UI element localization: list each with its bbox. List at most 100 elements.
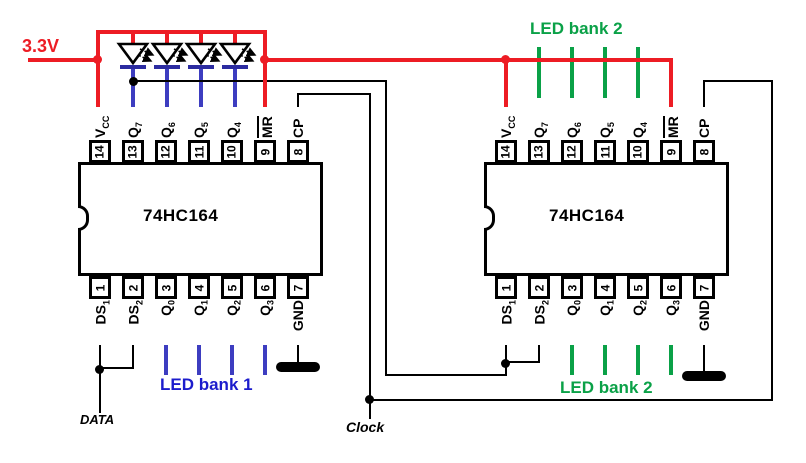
- wire-bank2-q2[interactable]: [636, 345, 640, 375]
- pin-label-subscript: 2: [133, 300, 144, 306]
- pin-box-6[interactable]: 6: [254, 276, 276, 299]
- pin-label-q5: Q5: [191, 122, 210, 138]
- pin-box-14[interactable]: 14: [89, 140, 111, 163]
- pin-box-3[interactable]: 3: [561, 276, 583, 299]
- wire-cp-right-h[interactable]: [703, 80, 773, 82]
- ic-74hc164-1[interactable]: 74HC164: [78, 162, 323, 276]
- pin-box-12[interactable]: 12: [155, 140, 177, 163]
- pin-box-9[interactable]: 9: [660, 140, 682, 163]
- wire-bank1-q2[interactable]: [230, 345, 234, 375]
- pin-box-13[interactable]: 13: [122, 140, 144, 163]
- pin-box-4[interactable]: 4: [188, 276, 210, 299]
- pin-box-5[interactable]: 5: [221, 276, 243, 299]
- wire-bank2-q1[interactable]: [603, 345, 607, 375]
- pin-box-1[interactable]: 1: [495, 276, 517, 299]
- pin-box-8[interactable]: 8: [693, 140, 715, 163]
- pin-label-subscript: CC: [506, 115, 517, 129]
- pin-label-subscript: 4: [638, 122, 649, 128]
- pin-number: 5: [225, 284, 239, 291]
- wire-bank1-q3[interactable]: [263, 345, 267, 375]
- pin-box-2[interactable]: 2: [528, 276, 550, 299]
- wire-led4-cathode[interactable]: [233, 66, 237, 107]
- wire-cascade-up[interactable]: [505, 363, 507, 376]
- wire-led2-anode[interactable]: [165, 30, 169, 46]
- pin-box-14[interactable]: 14: [495, 140, 517, 163]
- pin-number: 1: [499, 284, 513, 291]
- pin-box-1[interactable]: 1: [89, 276, 111, 299]
- pin-box-6[interactable]: 6: [660, 276, 682, 299]
- wire-bank2-q3[interactable]: [669, 345, 673, 375]
- pin-number: 2: [532, 284, 546, 291]
- pin-number: 10: [630, 144, 645, 159]
- wire-clock-h[interactable]: [369, 399, 773, 401]
- led-2[interactable]: [150, 42, 189, 69]
- pin-box-11[interactable]: 11: [594, 140, 616, 163]
- wire-led-anode-rail[interactable]: [96, 30, 267, 34]
- pin-label-subscript: 1: [199, 300, 210, 306]
- pin-box-11[interactable]: 11: [188, 140, 210, 163]
- pin-box-7[interactable]: 7: [693, 276, 715, 299]
- pin-box-4[interactable]: 4: [594, 276, 616, 299]
- wire-led1-cathode[interactable]: [131, 66, 135, 107]
- led-4[interactable]: [218, 42, 257, 69]
- wire-3v3-rail-right[interactable]: [263, 58, 673, 62]
- wire-led4-anode[interactable]: [233, 30, 237, 46]
- pin-box-2[interactable]: 2: [122, 276, 144, 299]
- wire-mr-left[interactable]: [263, 30, 267, 107]
- led-1[interactable]: [116, 42, 155, 69]
- pin-box-13[interactable]: 13: [528, 140, 550, 163]
- wire-bank2-q7[interactable]: [537, 47, 541, 98]
- wire-cascade-h2[interactable]: [385, 374, 507, 376]
- wire-bank2-q5[interactable]: [603, 47, 607, 98]
- pin-box-10[interactable]: 10: [221, 140, 243, 163]
- wire-led2-cathode[interactable]: [165, 66, 169, 107]
- ground-symbol-right[interactable]: [682, 371, 726, 381]
- pin-label-subscript: 2: [232, 300, 243, 306]
- wire-cp-left-stub[interactable]: [297, 94, 299, 107]
- ground-symbol-left[interactable]: [276, 362, 320, 372]
- wire-clock-v[interactable]: [369, 93, 371, 419]
- wire-gnd-right[interactable]: [703, 345, 705, 373]
- pin-box-10[interactable]: 10: [627, 140, 649, 163]
- pin-number: 13: [125, 144, 140, 159]
- wire-gnd-left[interactable]: [297, 345, 299, 363]
- wire-data-v[interactable]: [99, 345, 101, 413]
- wire-cp-right-stub[interactable]: [703, 80, 705, 107]
- wire-ds2-left-v[interactable]: [132, 345, 134, 369]
- wire-cascade-q7-h[interactable]: [133, 80, 387, 82]
- wire-vcc-right[interactable]: [504, 58, 508, 107]
- led-3[interactable]: [184, 42, 223, 69]
- wire-ds2-right-v[interactable]: [538, 345, 540, 363]
- wire-led3-cathode[interactable]: [199, 66, 203, 107]
- wire-bank1-q1[interactable]: [197, 345, 201, 375]
- pin-box-9[interactable]: 9: [254, 140, 276, 163]
- wire-cp-left-h[interactable]: [297, 93, 371, 95]
- pin-box-7[interactable]: 7: [287, 276, 309, 299]
- ic-74hc164-2[interactable]: 74HC164: [484, 162, 729, 276]
- wire-bank2-q0[interactable]: [570, 345, 574, 375]
- pin-label-q2: Q2: [630, 300, 649, 316]
- wire-led3-anode[interactable]: [199, 30, 203, 46]
- wire-bank2-q4[interactable]: [636, 47, 640, 98]
- wire-mr-right[interactable]: [669, 58, 673, 107]
- wire-bank1-q0[interactable]: [164, 345, 168, 375]
- pin-label-ds1: DS1: [92, 300, 111, 324]
- wire-ds2-right-h[interactable]: [505, 361, 540, 363]
- pin-box-3[interactable]: 3: [155, 276, 177, 299]
- wire-bank2-q6[interactable]: [570, 47, 574, 98]
- wire-3v3-feed[interactable]: [28, 58, 100, 62]
- pin-label-q5: Q5: [597, 122, 616, 138]
- pin-box-8[interactable]: 8: [287, 140, 309, 163]
- pin-number: 8: [697, 148, 711, 155]
- pin-box-5[interactable]: 5: [627, 276, 649, 299]
- pin-label-q0: Q0: [564, 300, 583, 316]
- wire-ds2-left-h[interactable]: [99, 367, 134, 369]
- wire-cp-right-v[interactable]: [771, 80, 773, 401]
- wire-ds1-right[interactable]: [505, 345, 507, 365]
- wire-vcc-left[interactable]: [96, 30, 100, 107]
- pin-box-12[interactable]: 12: [561, 140, 583, 163]
- led-row[interactable]: [115, 42, 285, 72]
- wire-cascade-v[interactable]: [385, 80, 387, 376]
- pin-label-q6: Q6: [564, 122, 583, 138]
- wire-led1-anode[interactable]: [131, 30, 135, 46]
